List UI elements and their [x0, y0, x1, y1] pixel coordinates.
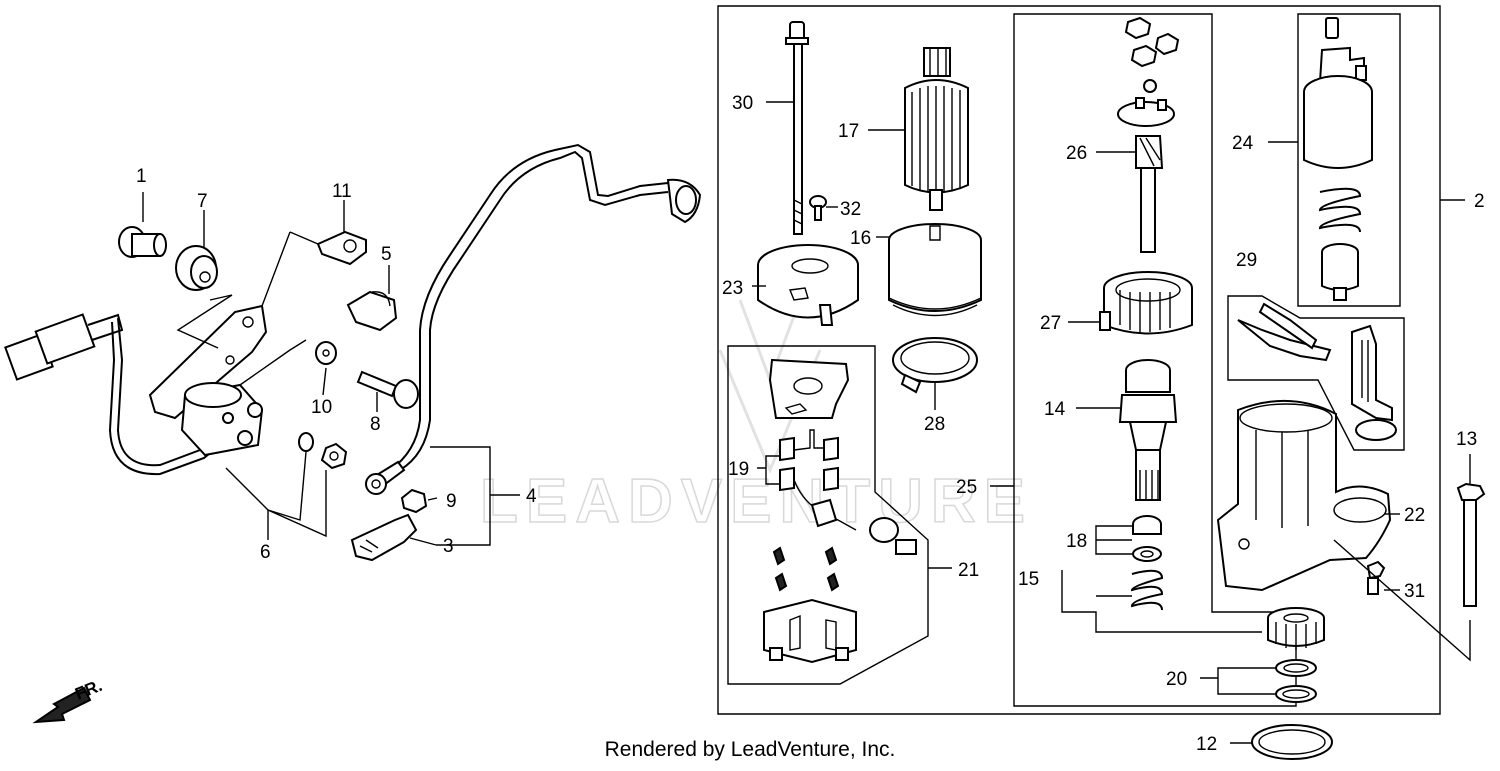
callout-5: 5 [381, 244, 392, 265]
cable-terminal-end [666, 178, 702, 224]
drive-shaft-part [1118, 359, 1178, 501]
clip-part [316, 230, 367, 266]
rear-cover-part [757, 244, 859, 326]
callout-28: 28 [924, 414, 945, 435]
bolt-part [356, 370, 419, 409]
internal-gear-part [1099, 271, 1193, 335]
circlip-part [892, 337, 978, 394]
relay-bracket [148, 304, 268, 420]
callout-3: 3 [443, 536, 454, 557]
callout-4: 4 [526, 486, 537, 507]
callout-numbers: 1 2 3 4 5 6 7 8 9 10 11 12 13 14 15 16 1… [136, 93, 1485, 755]
plunger-part [1321, 243, 1359, 301]
collar-stopper-part [1132, 515, 1162, 562]
callout-22: 22 [1404, 505, 1425, 526]
callout-31: 31 [1404, 581, 1425, 602]
callout-8: 8 [370, 414, 381, 435]
callout-26: 26 [1066, 143, 1087, 164]
ring-terminal [365, 460, 406, 495]
callout-20: 20 [1166, 669, 1187, 690]
nut-part [400, 488, 428, 514]
callout-16: 16 [850, 228, 871, 249]
callout-9: 9 [446, 491, 457, 512]
terminal-boot-part [350, 513, 418, 562]
yoke-part [888, 223, 982, 317]
callout-2: 2 [1474, 191, 1485, 212]
callout-11: 11 [332, 181, 352, 202]
callout-7: 7 [197, 191, 208, 212]
brush-springs [772, 546, 840, 592]
cable-holder-part [346, 290, 398, 332]
brush-base [763, 598, 857, 664]
through-bolt-part [785, 21, 809, 235]
shift-lever-part [1237, 302, 1332, 362]
callout-32: 32 [840, 199, 861, 220]
pinion-gear-part [1267, 607, 1325, 650]
watermark: LEADVENTURE [479, 299, 1033, 537]
credit-text: Rendered by LeadVenture, Inc. [604, 738, 896, 761]
callout-24: 24 [1232, 133, 1254, 154]
brush-set [779, 429, 917, 555]
callout-10: 10 [311, 397, 332, 418]
bracket-screw-part [1366, 560, 1386, 595]
o-ring-part [1251, 724, 1333, 760]
cable-assembly [4, 143, 702, 562]
front-bracket-part [1216, 399, 1392, 592]
washer-nut-pair [298, 432, 348, 470]
washer-part [315, 341, 337, 365]
connector-plug [4, 313, 124, 381]
starter-relay [180, 382, 264, 457]
rubber-mount-part [175, 245, 218, 291]
pinion-nuts [1124, 16, 1180, 93]
pinion-spring-part [1130, 569, 1164, 611]
plunger-spring-part [1318, 187, 1362, 233]
brush-holder-plate [768, 358, 850, 419]
callout-27: 27 [1040, 313, 1061, 334]
callout-14: 14 [1044, 399, 1066, 420]
callout-18: 18 [1066, 531, 1087, 552]
callout-6: 6 [260, 542, 271, 563]
callout-13: 13 [1456, 429, 1477, 450]
mounting-bolt-part [1456, 482, 1486, 607]
screw-part [809, 195, 827, 221]
callout-15: 15 [1018, 569, 1039, 590]
callout-21: 21 [958, 560, 979, 581]
callout-17: 17 [838, 121, 859, 142]
callout-12: 12 [1196, 734, 1217, 755]
callout-19: 19 [728, 459, 749, 480]
callout-30: 30 [732, 93, 753, 114]
callout-1: 1 [136, 166, 147, 187]
watermark-text: LEADVENTURE [480, 467, 1033, 536]
front-direction-indicator: FR. [32, 676, 105, 724]
callout-23: 23 [722, 278, 743, 299]
grommet-part [118, 226, 167, 258]
seal-plate-part [1351, 324, 1397, 441]
planet-shaft-part [1117, 97, 1175, 253]
callout-25: 25 [956, 477, 977, 498]
solenoid-switch-part [1303, 17, 1373, 169]
armature-part [904, 47, 969, 211]
starter-motor-assembly [717, 5, 1486, 715]
callout-29: 29 [1236, 250, 1257, 271]
fr-label: FR. [72, 676, 105, 704]
